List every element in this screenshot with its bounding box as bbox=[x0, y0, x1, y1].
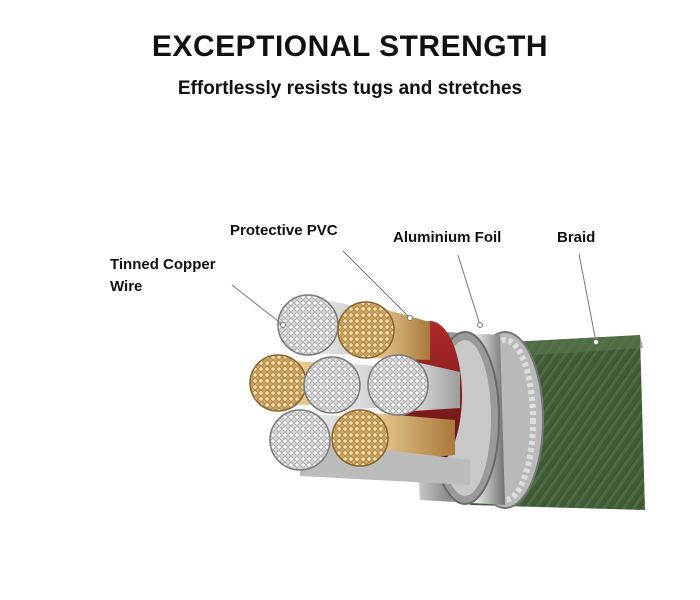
leader-dot-braid bbox=[593, 339, 599, 345]
subheadline: Effortlessly resists tugs and stretches bbox=[177, 78, 523, 99]
leader-line-braid bbox=[578, 253, 597, 343]
leader-dot-protective-pvc bbox=[407, 315, 413, 321]
callout-protective-pvc: Protective PVC bbox=[230, 222, 338, 239]
callout-tinned-copper-wire-line2: Wire bbox=[110, 278, 143, 295]
callout-braid: Braid bbox=[557, 229, 596, 246]
callout-aluminium-foil: Aluminium Foil bbox=[393, 229, 502, 246]
leader-line-tinned-copper bbox=[231, 284, 284, 326]
wire-strand-ends bbox=[249, 294, 429, 471]
leader-line-aluminium-foil bbox=[457, 254, 481, 326]
headline: EXCEPTIONAL STRENGTH bbox=[151, 30, 549, 63]
callout-leader-lines bbox=[231, 250, 597, 343]
leader-line-protective-pvc bbox=[342, 250, 411, 319]
callout-tinned-copper-wire-line1: Tinned Copper bbox=[110, 256, 216, 273]
leader-dot-tinned-copper bbox=[280, 322, 286, 328]
leader-dot-aluminium-foil bbox=[477, 322, 483, 328]
